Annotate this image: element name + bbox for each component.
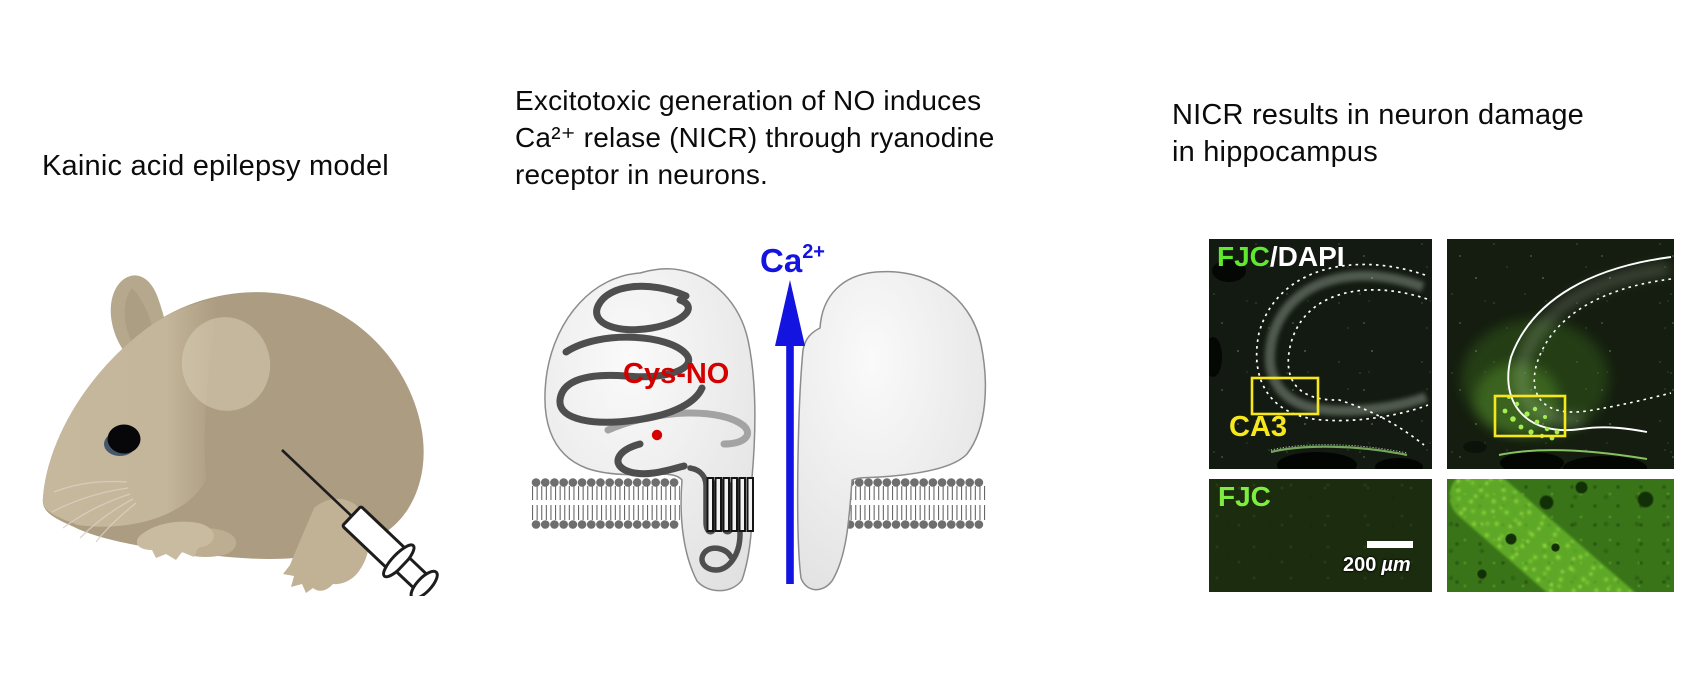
micrograph-overlay bbox=[1209, 260, 1429, 469]
tissue-texture bbox=[1209, 479, 1432, 592]
mouse-body bbox=[42, 292, 424, 559]
title-line-1: Excitotoxic generation of NO induces bbox=[515, 85, 982, 116]
hippocampus-outline-dotted bbox=[1533, 278, 1672, 413]
neuron-blob-right bbox=[796, 270, 987, 591]
ryanodine-receptor-channel bbox=[706, 477, 754, 532]
plasma-membrane bbox=[531, 478, 991, 529]
scale-value: 200 bbox=[1343, 554, 1377, 576]
tissue-hole bbox=[1551, 543, 1560, 552]
title-line-2: Ca²⁺ relase (NICR) through ryanodine bbox=[515, 122, 995, 153]
neuron-er-diagram: Ca2+ Cys-NO bbox=[490, 232, 1035, 632]
mouse-eye bbox=[104, 424, 141, 456]
s-nitrosylation-dot bbox=[651, 429, 663, 441]
fjc-label: FJC bbox=[1218, 481, 1271, 512]
syringe-icon bbox=[281, 449, 439, 600]
hippocampus-outline-dotted-inner bbox=[1287, 289, 1428, 446]
title-line-2: in hippocampus bbox=[1172, 136, 1378, 168]
middle-panel-title: Excitotoxic generation of NO induces Ca²… bbox=[515, 82, 995, 193]
tissue-hole bbox=[1539, 495, 1554, 510]
tissue-hole bbox=[1637, 491, 1654, 508]
er-blob-left bbox=[544, 268, 756, 592]
micrograph-fjc-dapi-left: FJC/DAPI CA3 bbox=[1209, 239, 1432, 469]
tissue-hole bbox=[1505, 533, 1517, 545]
title-line-3: receptor in neurons. bbox=[515, 159, 769, 190]
micrograph-fjc-right bbox=[1447, 479, 1674, 592]
tissue-hole bbox=[1477, 569, 1487, 579]
mouse-whiskers bbox=[51, 480, 137, 543]
left-panel-title: Kainic acid epilepsy model bbox=[42, 150, 389, 182]
neuron-er-svg bbox=[531, 268, 991, 592]
calcium-label-sup: 2+ bbox=[802, 241, 825, 263]
hippocampus-outline-solid bbox=[1507, 256, 1672, 433]
mouse-illustration bbox=[30, 266, 440, 600]
title-line-1: NICR results in neuron damage bbox=[1172, 99, 1584, 131]
ca3-label: CA3 bbox=[1229, 411, 1288, 443]
mouse-front-paws bbox=[136, 521, 237, 560]
calcium-arrow bbox=[775, 280, 805, 584]
ca3-roi-box bbox=[1250, 376, 1320, 416]
scale-unit: µm bbox=[1381, 554, 1411, 576]
fjc-dapi-label: FJC/DAPI bbox=[1217, 241, 1345, 273]
calcium-label-base: Ca bbox=[760, 242, 803, 279]
calcium-label: Ca2+ bbox=[760, 241, 825, 280]
micrograph-fjc-dapi-right bbox=[1447, 239, 1674, 469]
dapi-label: /DAPI bbox=[1269, 241, 1345, 272]
scale-bar bbox=[1367, 541, 1413, 548]
cys-no-label: Cys-NO bbox=[623, 358, 730, 390]
hippocampus-outline-dotted-outer bbox=[1255, 263, 1429, 422]
mouse-svg bbox=[42, 275, 439, 600]
right-panel-title: NICR results in neuron damage in hippoca… bbox=[1172, 97, 1584, 171]
micrograph-overlay bbox=[1461, 256, 1672, 469]
fjc-label: FJC bbox=[1217, 241, 1270, 272]
tissue-hole bbox=[1575, 481, 1588, 494]
ca3-roi-box bbox=[1493, 394, 1567, 438]
